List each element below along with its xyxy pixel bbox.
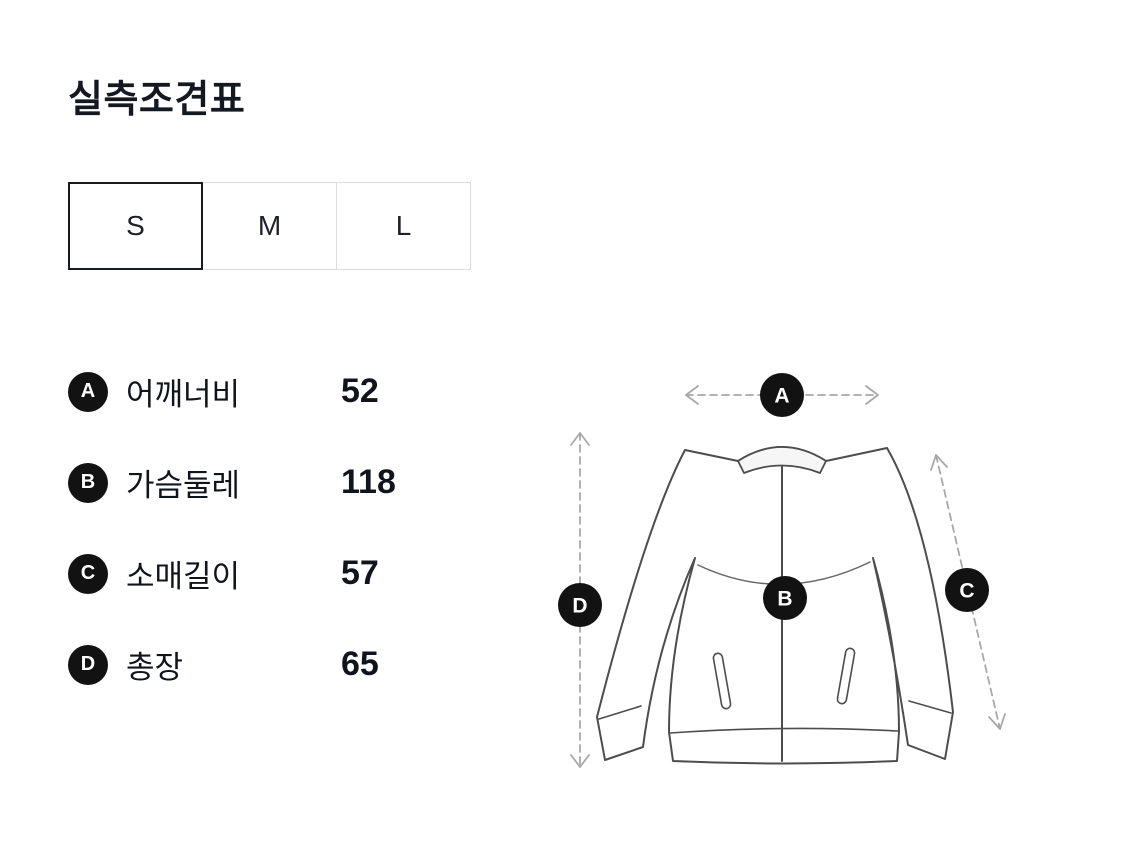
diagram-badge-a-letter: A: [774, 385, 789, 408]
diagram-badge-b-letter: B: [777, 588, 792, 611]
measurement-badge-b: B: [68, 462, 108, 503]
jacket-collar: [737, 446, 827, 474]
measurement-list: A 어깨너비 52 B 가슴둘레 118 C 소매길이 57 D 총장 65: [68, 346, 396, 710]
jacket-right-pocket: [836, 647, 856, 705]
measurement-row-b: B 가슴둘레 118: [68, 437, 396, 528]
jacket-left-pocket: [712, 652, 732, 710]
jacket-hem-seam: [669, 727, 899, 734]
diagram-badge-a: A: [760, 373, 804, 417]
diagram-badge-d: D: [558, 583, 602, 627]
measurement-label-a: 어깨너비: [126, 377, 241, 412]
measurement-row-a: A 어깨너비 52: [68, 346, 396, 437]
measurement-label-c: 소매길이: [126, 559, 241, 594]
size-tabs: S M L: [68, 182, 471, 270]
length-arrowhead-top: [570, 432, 590, 446]
size-tab-m[interactable]: M: [202, 182, 337, 270]
diagram-badges: A B C D: [558, 373, 989, 627]
shoulder-arrowhead-left: [685, 385, 699, 405]
measurement-value-a: 52: [341, 372, 379, 410]
diagram-badge-d-letter: D: [572, 595, 587, 618]
diagram-badge-c: C: [945, 568, 989, 612]
size-tab-s[interactable]: S: [68, 182, 203, 270]
jacket-left-cuff-seam: [598, 705, 642, 720]
sleeve-arrowhead-top: [930, 454, 948, 471]
shoulder-arrowhead-right: [865, 385, 879, 405]
size-tab-l[interactable]: L: [336, 182, 471, 270]
measurement-value-c: 57: [341, 554, 379, 592]
measurement-label-d: 총장: [126, 650, 184, 685]
sleeve-arrowhead-bottom: [988, 713, 1006, 730]
length-arrowhead-bottom: [570, 754, 590, 768]
sleeve-length-arrow: [935, 454, 1001, 730]
diagram-badge-c-letter: C: [959, 580, 974, 603]
measurement-label-b: 가슴둘레: [126, 468, 241, 503]
page-title: 실측조견표: [68, 79, 246, 121]
measurement-row-c: C 소매길이 57: [68, 528, 396, 619]
measurement-value-b: 118: [341, 463, 396, 501]
measurement-badge-c: C: [68, 553, 108, 594]
measurement-value-d: 65: [341, 645, 379, 683]
measurement-badge-d: D: [68, 644, 108, 685]
jacket-right-cuff-seam: [908, 700, 952, 714]
diagram-badge-b: B: [763, 576, 807, 620]
jacket-measurement-diagram: A B C D: [558, 373, 1006, 768]
measurement-row-d: D 총장 65: [68, 619, 396, 710]
measurement-badge-a: A: [68, 371, 108, 412]
